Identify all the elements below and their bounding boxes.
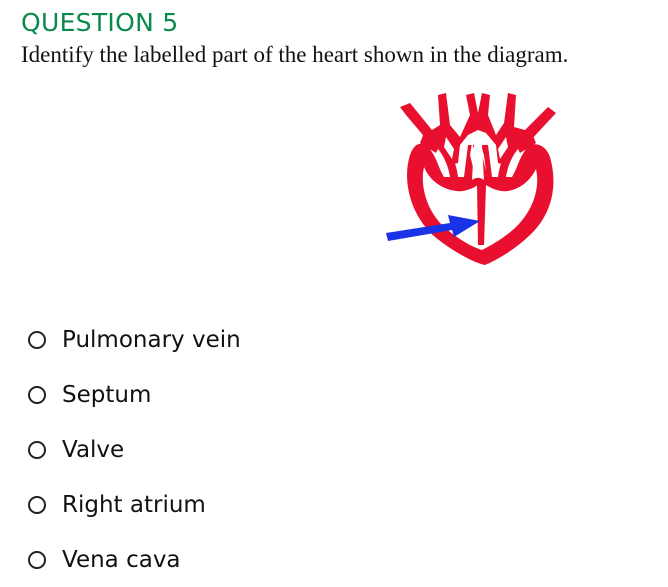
pointer-arrow — [386, 215, 480, 241]
option-pulmonary-vein[interactable]: Pulmonary vein — [28, 312, 241, 367]
answer-options: Pulmonary vein Septum Valve Right atrium… — [28, 312, 241, 587]
option-label: Valve — [62, 436, 125, 463]
radio-button[interactable] — [28, 496, 46, 514]
heart-diagram — [380, 85, 570, 270]
option-vena-cava[interactable]: Vena cava — [28, 532, 241, 587]
question-text: Identify the labelled part of the heart … — [21, 42, 569, 67]
option-label: Vena cava — [62, 546, 181, 573]
option-septum[interactable]: Septum — [28, 367, 241, 422]
radio-button[interactable] — [28, 551, 46, 569]
question-title: QUESTION 5 — [21, 8, 179, 37]
radio-button[interactable] — [28, 386, 46, 404]
radio-button[interactable] — [28, 331, 46, 349]
option-right-atrium[interactable]: Right atrium — [28, 477, 241, 532]
option-valve[interactable]: Valve — [28, 422, 241, 477]
heart-illustration — [400, 93, 556, 265]
radio-button[interactable] — [28, 441, 46, 459]
option-label: Right atrium — [62, 491, 206, 518]
option-label: Pulmonary vein — [62, 326, 241, 353]
option-label: Septum — [62, 381, 152, 408]
